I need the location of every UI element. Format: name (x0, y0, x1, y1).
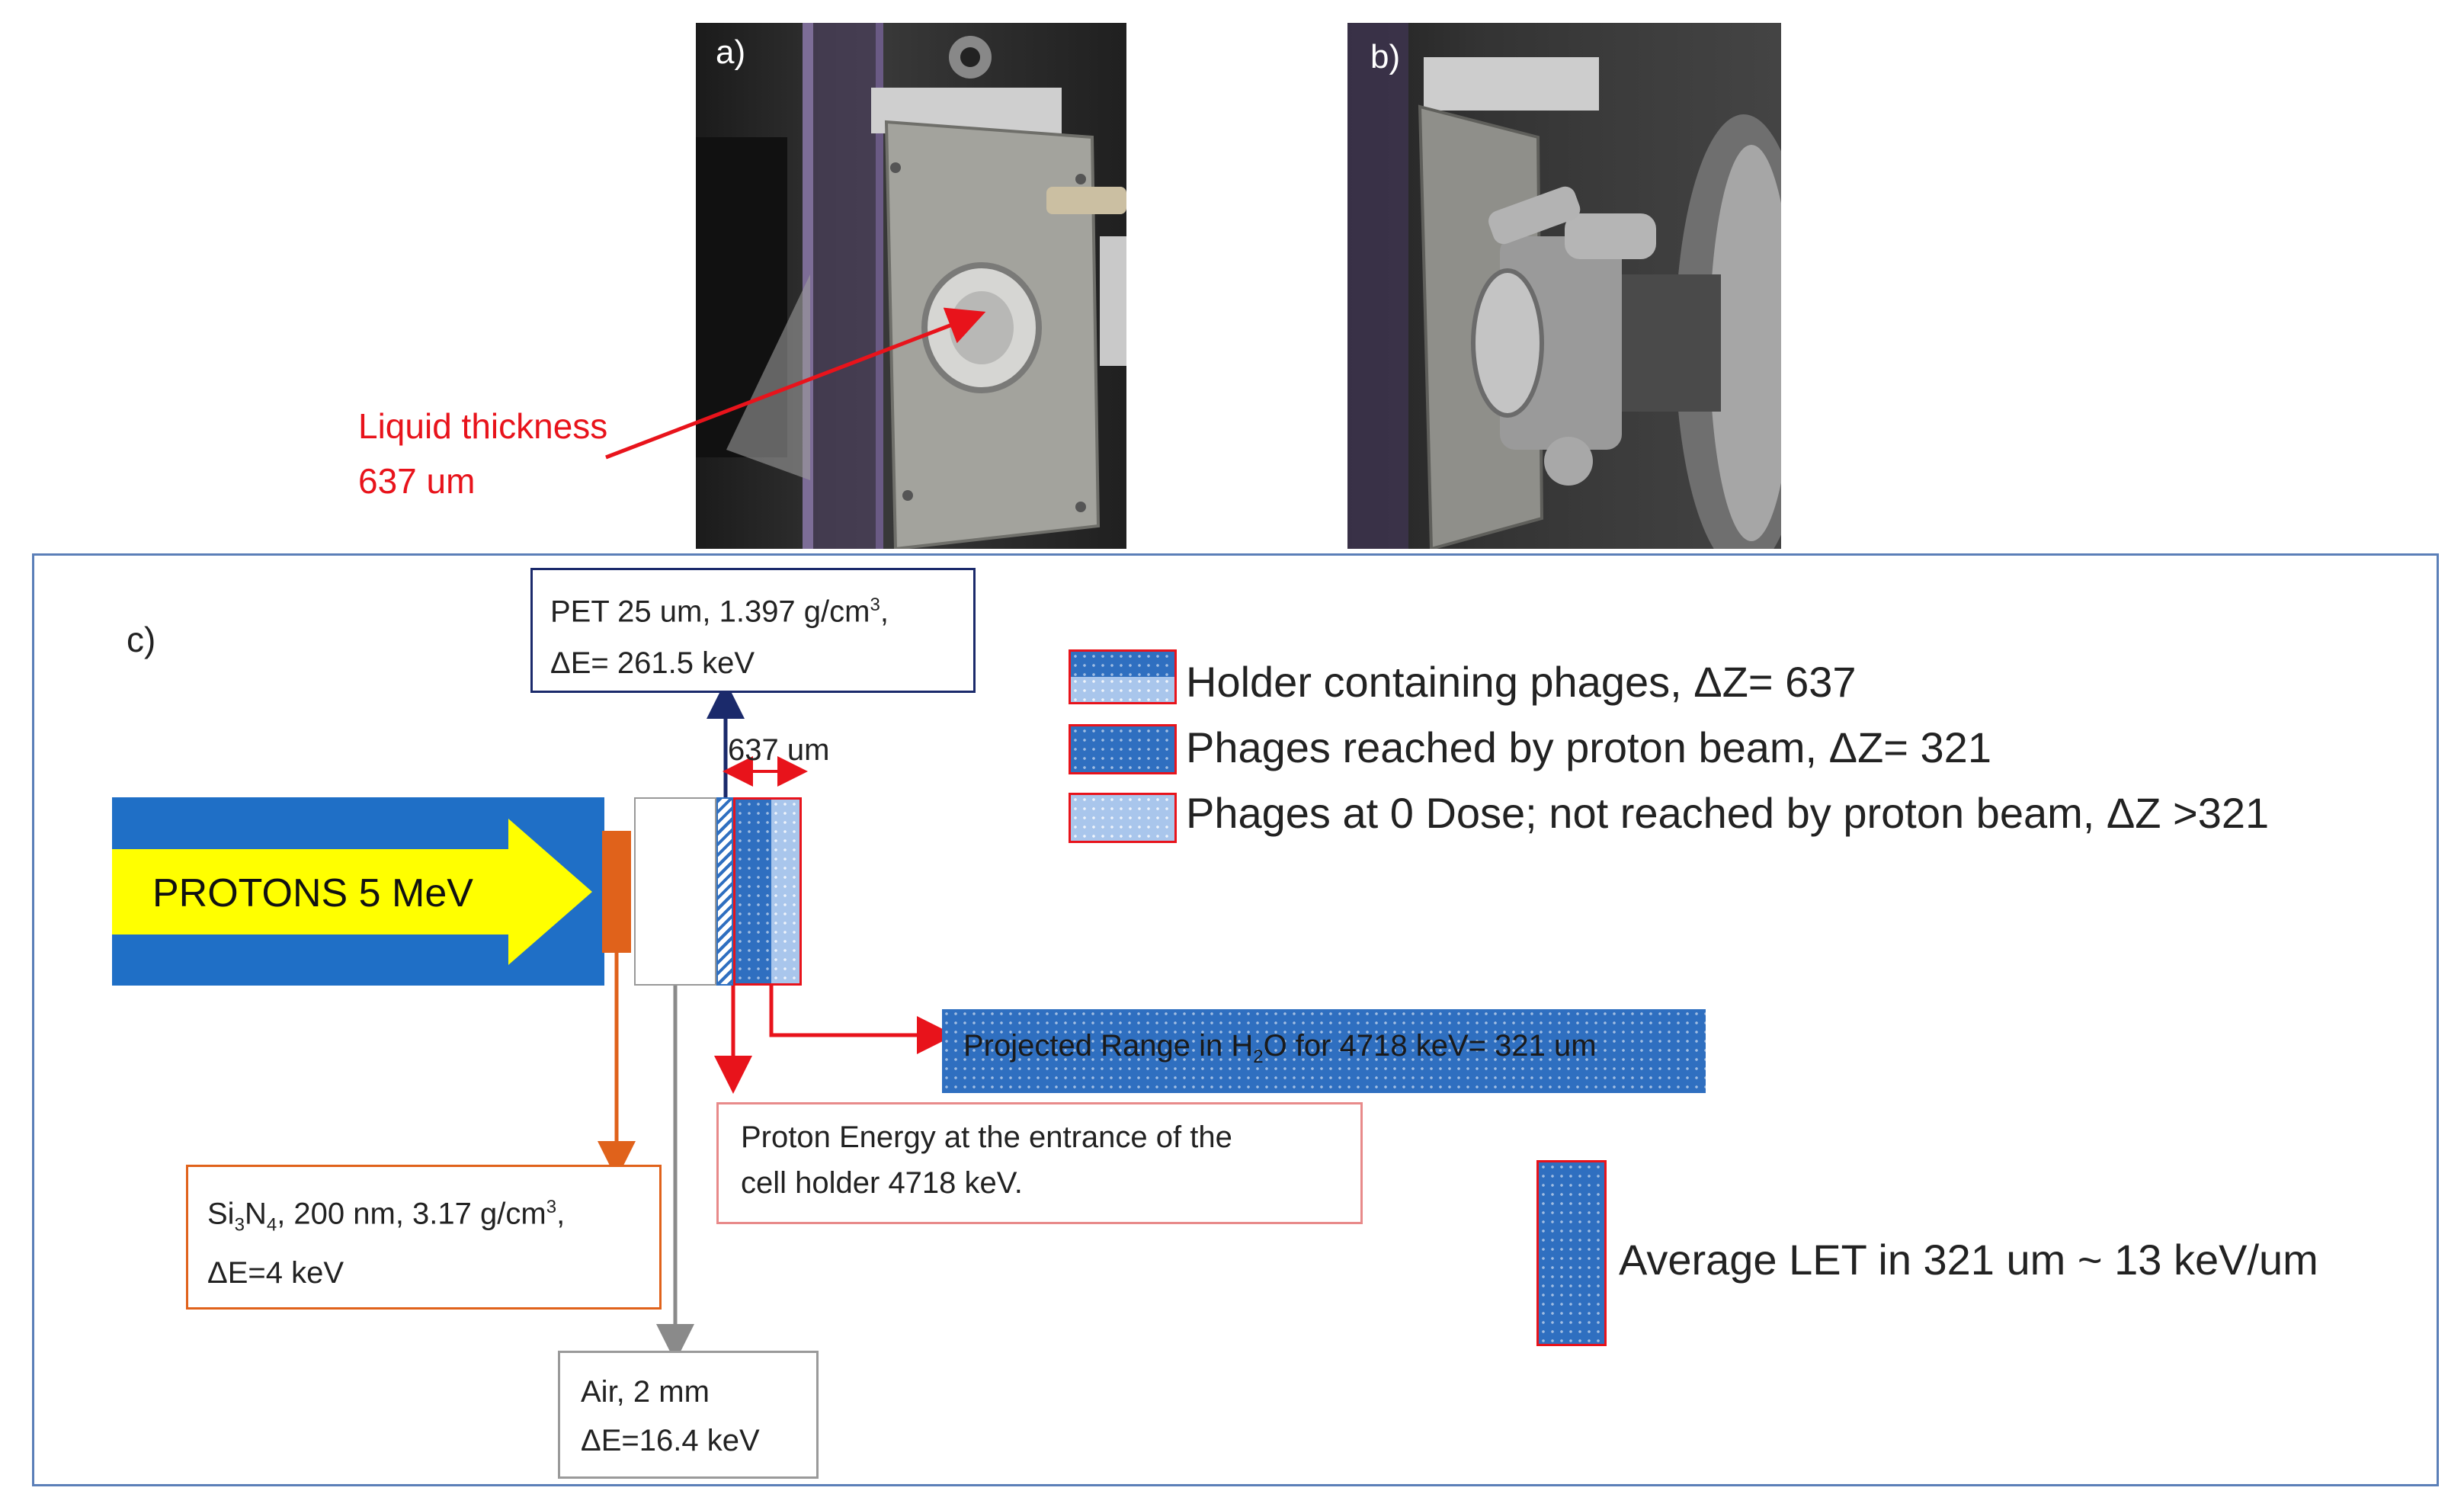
photo-b: b) (1347, 23, 1781, 549)
entrance-energy-line2: cell holder 4718 keV. (741, 1166, 1023, 1200)
legend-zero-dose-text: Phages at 0 Dose; not reached by proton … (1186, 789, 2270, 837)
pet-info-line2: ΔE= 261.5 keV (550, 646, 755, 680)
panel-c-label: c) (127, 620, 156, 659)
air-info-line1: Air, 2 mm (581, 1375, 710, 1409)
let-label: Average LET in 321 um ~ 13 keV/um (1619, 1236, 2318, 1284)
panel-c-frame (32, 553, 2439, 1486)
photo-b-label: b) (1370, 38, 1401, 75)
entrance-energy-line1: Proton Energy at the entrance of the (741, 1120, 1232, 1154)
air-info-box (558, 1351, 819, 1479)
pet-info-line1: PET 25 um, 1.397 g/cm3, (550, 595, 889, 629)
si3n4-info-line2: ΔE=4 keV (207, 1256, 344, 1290)
liquid-thickness-value: 637 um (358, 461, 476, 501)
entrance-energy-box (716, 1102, 1363, 1224)
legend-reached-text: Phages reached by proton beam, ΔZ= 321 (1186, 723, 1991, 771)
legend-swatch-zero-dose (1069, 793, 1177, 843)
photo-b-apparatus (1347, 23, 1781, 549)
si3n4-window (602, 831, 631, 953)
photo-a-label: a) (716, 34, 746, 71)
legend-swatch-holder (1069, 649, 1177, 704)
pet-info-box (530, 568, 976, 693)
si3n4-info-box (186, 1165, 662, 1310)
air-gap (634, 797, 716, 986)
phages-zero-dose (771, 797, 802, 986)
beam-arrow (112, 819, 592, 965)
legend-swatch-reached (1069, 724, 1177, 774)
phages-reached (733, 797, 771, 986)
range-info-text: Projected Range in H2O for 4718 keV= 321… (963, 1029, 1597, 1067)
range-info-box (942, 1009, 1706, 1093)
air-info-line2: ΔE=16.4 keV (581, 1424, 760, 1457)
thickness-label: 637 um (728, 733, 830, 767)
si3n4-info-line1: Si3N4, 200 nm, 3.17 g/cm3, (207, 1197, 566, 1236)
liquid-thickness-label: Liquid thickness (358, 406, 608, 446)
photo-a: a) (696, 23, 1126, 549)
photo-a-apparatus (696, 23, 1126, 549)
beam-label: PROTONS 5 MeV (152, 871, 473, 915)
legend-holder-text: Holder containing phages, ΔZ= 637 (1186, 658, 1857, 706)
pet-layer (716, 797, 733, 986)
let-swatch (1536, 1160, 1607, 1346)
